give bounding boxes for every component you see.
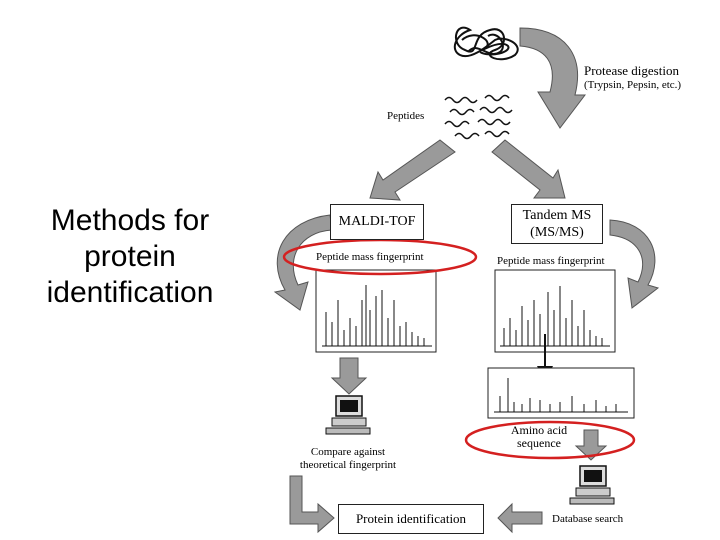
down-arrow-left-icon: [330, 357, 368, 395]
pmf-right-label: Peptide mass fingerprint: [497, 255, 605, 267]
slide-title: Methods for protein identification: [10, 203, 250, 311]
arrow-right-to-left-icon: [497, 502, 543, 534]
protease-title: Protease digestion: [584, 63, 679, 78]
protein-identification-label: Protein identification: [355, 511, 467, 526]
maldi-spectrum: [315, 269, 437, 353]
maldi-curved-arrow-icon: [273, 214, 333, 311]
compare-label: Compare against theoretical fingerprint: [290, 446, 406, 472]
l-arrow-left-icon: [289, 475, 335, 534]
pmf-left-label: Peptide mass fingerprint: [316, 251, 424, 263]
tandem-curved-arrow-icon: [609, 219, 660, 309]
compare-line-2: theoretical fingerprint: [299, 459, 397, 471]
arrow-to-maldi-icon: [369, 139, 456, 201]
protease-subtitle: (Trypsin, Pepsin, etc.): [584, 79, 682, 91]
msms-spectrum: [487, 367, 635, 419]
tandem-ms-box: Tandem MS (MS/MS): [511, 204, 603, 244]
database-search-label: Database search: [552, 513, 624, 525]
maldi-tof-box: MALDI-TOF: [330, 204, 424, 240]
arrow-to-tandem-icon: [491, 139, 566, 199]
computer-icon: [569, 465, 615, 505]
amino-acid-line-2: sequence: [517, 436, 561, 450]
title-line-3: identification: [46, 276, 214, 309]
peptides-label: Peptides: [387, 110, 425, 122]
tandem-spectrum: [494, 269, 616, 353]
tandem-ms-label: Tandem MS: [522, 208, 592, 223]
protein-identification-box: Protein identification: [338, 504, 484, 534]
amino-acid-label: Amino acid sequence: [504, 424, 574, 450]
compare-line-1: Compare against: [310, 446, 386, 458]
protease-arrow-icon: [519, 27, 587, 129]
highlight-amino-acid: [464, 420, 636, 460]
peptide-squiggle-icon: [444, 94, 513, 140]
tandem-ms-sublabel: (MS/MS): [530, 225, 584, 240]
down-arrow-right-icon: [574, 429, 608, 461]
protein-blob-icon: [453, 26, 519, 61]
amino-acid-line-1: Amino acid: [510, 423, 568, 437]
highlight-pmf-left: [282, 238, 478, 276]
computer-icon: [325, 395, 371, 435]
title-line-2: protein: [84, 240, 176, 273]
maldi-tof-label: MALDI-TOF: [338, 214, 416, 229]
title-line-1: Methods for: [50, 204, 210, 237]
